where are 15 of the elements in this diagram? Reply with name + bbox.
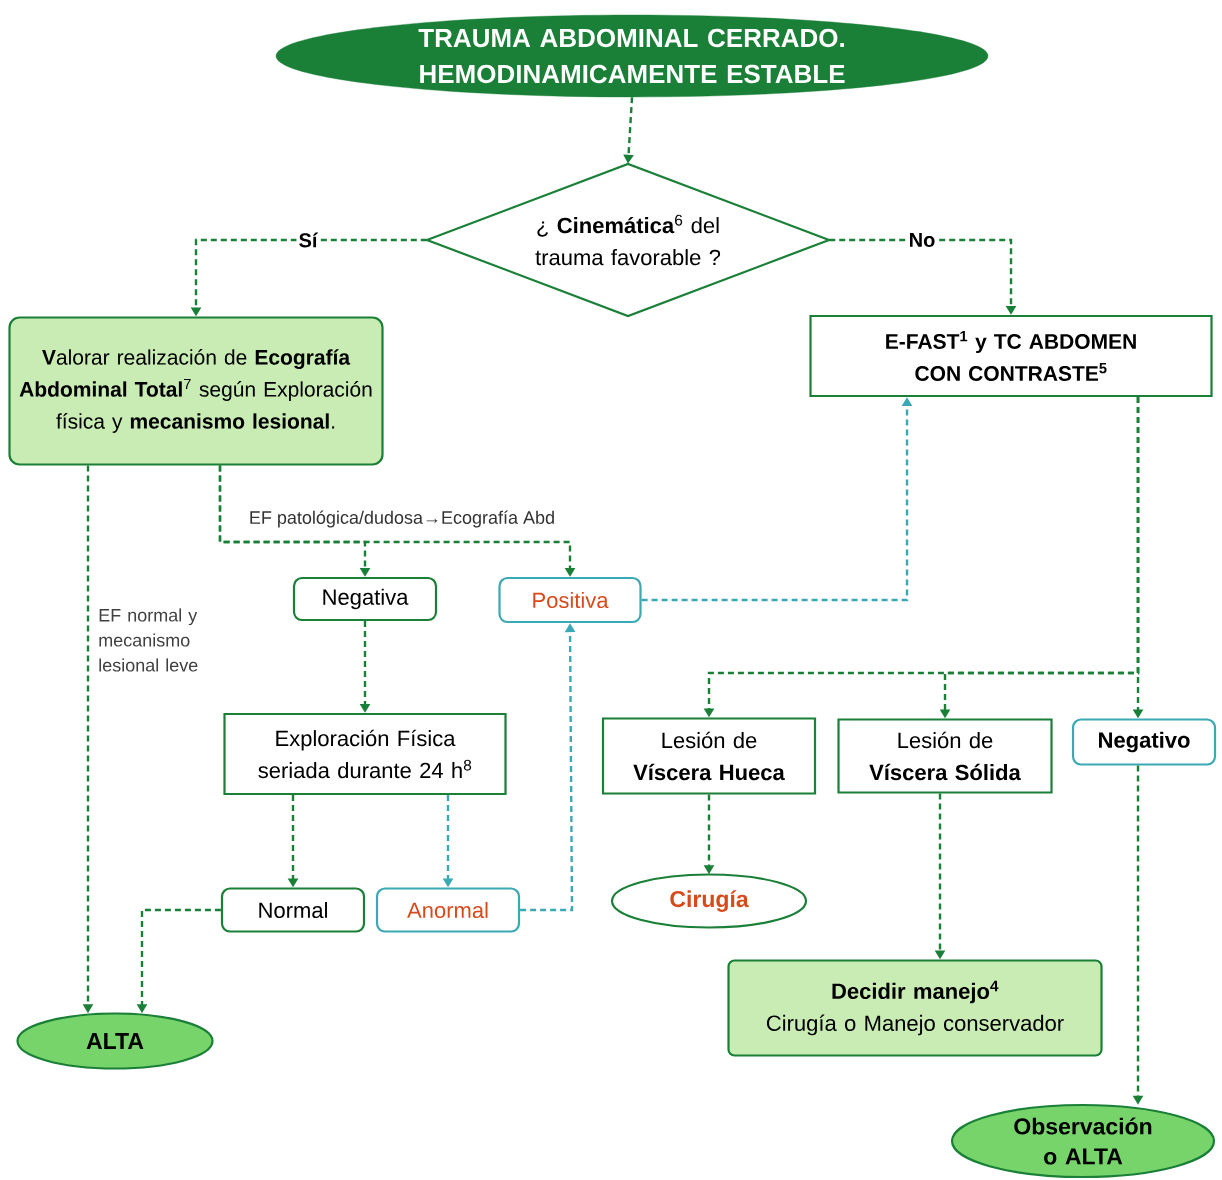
result-box: Normal: [220, 887, 366, 933]
process-box: Decidir manejo$^{4}$ Cirugía o Manejo conservador: [727, 959, 1103, 1057]
result-box: Anormal: [375, 887, 521, 933]
result-box: Negativo: [1071, 718, 1217, 766]
process-box: E-FAST$^{1}$ y TC ABDOMEN CON CONTRASTE$^{5}$: [809, 314, 1213, 398]
process-box: Lesión de Víscera Sólida: [837, 718, 1053, 794]
process-box: Lesión de Víscera Hueca: [601, 717, 817, 795]
edge-label: No: [906, 231, 938, 249]
process-box: Valorar realización de Ecografía Abdominal Total$^{7}$ según Exploración física y mecanismo lesional.: [8, 316, 384, 466]
result-box: Positiva: [498, 576, 642, 624]
process-box: Exploración Física seriada durante 24 h$^{8}$: [223, 712, 507, 796]
result-box: Negativa: [292, 576, 438, 622]
edge-label: EF normal y mecanismo lesional leve: [99, 608, 198, 672]
edge-label: EF patológica/dudosa→Ecografía Abd: [246, 508, 558, 530]
edge-label: Sí: [296, 230, 320, 250]
